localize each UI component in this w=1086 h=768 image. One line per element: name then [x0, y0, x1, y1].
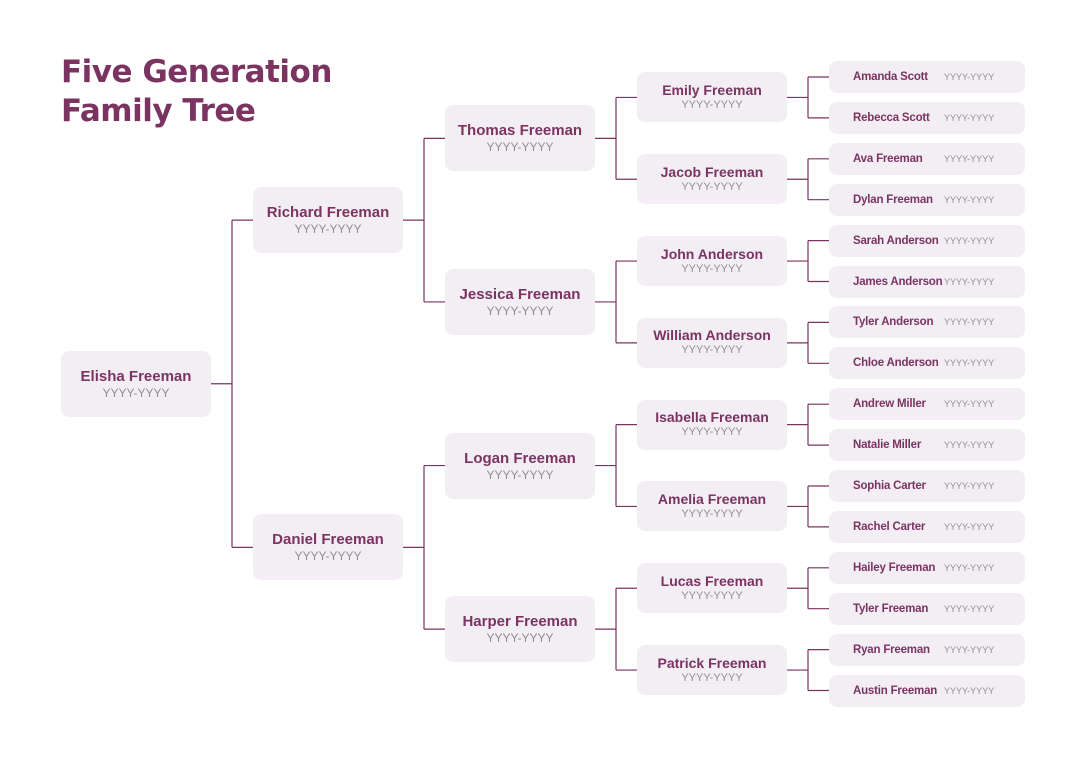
person-years: YYYY-YYYY: [944, 644, 995, 655]
person-name: Daniel Freeman: [272, 531, 384, 549]
person-years: YYYY-YYYY: [944, 235, 995, 246]
person-card: Rebecca Scott YYYY-YYYY: [829, 101, 1025, 134]
person-years: YYYY-YYYY: [681, 671, 743, 684]
person-name: Jacob Freeman: [660, 163, 764, 180]
person-card: Chloe Anderson YYYY-YYYY: [829, 347, 1025, 380]
person-card: Rachel Carter YYYY-YYYY: [829, 510, 1025, 543]
person-years: YYYY-YYYY: [944, 481, 995, 491]
person-name: Ava Freeman: [853, 152, 923, 165]
person-years: YYYY-YYYY: [486, 140, 554, 155]
person-years: YYYY-YYYY: [681, 426, 743, 439]
person-years: YYYY-YYYY: [486, 467, 554, 482]
person-name: Elisha Freeman: [80, 367, 192, 385]
person-name: Tyler Freeman: [853, 602, 929, 615]
person-name: Sarah Anderson: [853, 234, 939, 247]
person-name: Andrew Miller: [853, 398, 926, 411]
title-line-2: Family Tree: [61, 93, 256, 129]
person-years: YYYY-YYYY: [294, 549, 362, 564]
person-name: Amelia Freeman: [657, 490, 767, 507]
person-years: YYYY-YYYY: [944, 194, 995, 205]
person-card: Tyler Freeman YYYY-YYYY: [829, 592, 1025, 625]
person-years: YYYY-YYYY: [681, 589, 743, 602]
person-name: Logan Freeman: [464, 449, 576, 467]
person-name: Patrick Freeman: [657, 654, 767, 671]
person-card: Dylan Freeman YYYY-YYYY: [829, 183, 1025, 216]
person-name: Rebecca Scott: [853, 111, 930, 124]
person-years: YYYY-YYYY: [944, 521, 995, 532]
person-name: William Anderson: [653, 327, 771, 344]
person-name: Jessica Freeman: [459, 285, 581, 303]
person-card: Sophia Carter YYYY-YYYY: [829, 470, 1025, 502]
person-years: YYYY-YYYY: [681, 262, 743, 275]
person-years: YYYY-YYYY: [944, 603, 995, 614]
person-years: YYYY-YYYY: [944, 276, 995, 287]
person-card: Amanda Scott YYYY-YYYY: [829, 61, 1025, 93]
person-card: Ava Freeman YYYY-YYYY: [829, 142, 1025, 175]
person-name: Tyler Anderson: [853, 316, 934, 329]
person-name: Emily Freeman: [662, 81, 762, 98]
person-name: Amanda Scott: [853, 71, 928, 83]
person-card: Ryan Freeman YYYY-YYYY: [829, 633, 1025, 666]
person-years: YYYY-YYYY: [486, 303, 554, 318]
person-name: Chloe Anderson: [853, 357, 939, 370]
person-years: YYYY-YYYY: [944, 72, 995, 82]
person-name: Sophia Carter: [853, 480, 926, 492]
person-years: YYYY-YYYY: [944, 399, 995, 410]
person-name: Richard Freeman: [266, 204, 390, 222]
person-card: Natalie Miller YYYY-YYYY: [829, 429, 1025, 462]
person-card: Austin Freeman YYYY-YYYY: [829, 674, 1025, 707]
person-years: YYYY-YYYY: [681, 507, 743, 520]
person-years: YYYY-YYYY: [681, 344, 743, 357]
person-years: YYYY-YYYY: [944, 112, 995, 123]
person-years: YYYY-YYYY: [944, 153, 995, 164]
person-years: YYYY-YYYY: [486, 631, 554, 646]
person-name: Natalie Miller: [853, 439, 922, 452]
person-years: YYYY-YYYY: [944, 358, 995, 369]
person-card: Hailey Freeman YYYY-YYYY: [829, 551, 1025, 584]
person-name: Austin Freeman: [853, 684, 938, 697]
person-years: YYYY-YYYY: [944, 317, 995, 328]
person-years: YYYY-YYYY: [681, 180, 743, 193]
person-years: YYYY-YYYY: [944, 562, 995, 573]
person-years: YYYY-YYYY: [944, 440, 995, 451]
person-years: YYYY-YYYY: [944, 685, 995, 696]
page-title: Five Generation Family Tree: [61, 53, 332, 131]
person-years: YYYY-YYYY: [294, 222, 362, 237]
person-name: Hailey Freeman: [853, 561, 936, 574]
person-card: Andrew Miller YYYY-YYYY: [829, 388, 1025, 421]
person-name: Dylan Freeman: [853, 193, 933, 206]
person-name: James Anderson: [853, 275, 943, 288]
person-years: YYYY-YYYY: [102, 385, 170, 400]
person-name: Isabella Freeman: [655, 409, 769, 426]
title-line-1: Five Generation: [61, 54, 332, 90]
person-name: John Anderson: [660, 245, 764, 262]
person-years: YYYY-YYYY: [681, 98, 743, 111]
person-name: Lucas Freeman: [660, 572, 764, 589]
person-name: Thomas Freeman: [457, 122, 583, 140]
person-card: Tyler Anderson YYYY-YYYY: [829, 306, 1025, 339]
person-name: Ryan Freeman: [853, 643, 930, 656]
person-name: Rachel Carter: [853, 520, 926, 533]
person-name: Harper Freeman: [462, 613, 578, 631]
person-card: Sarah Anderson YYYY-YYYY: [829, 224, 1025, 257]
